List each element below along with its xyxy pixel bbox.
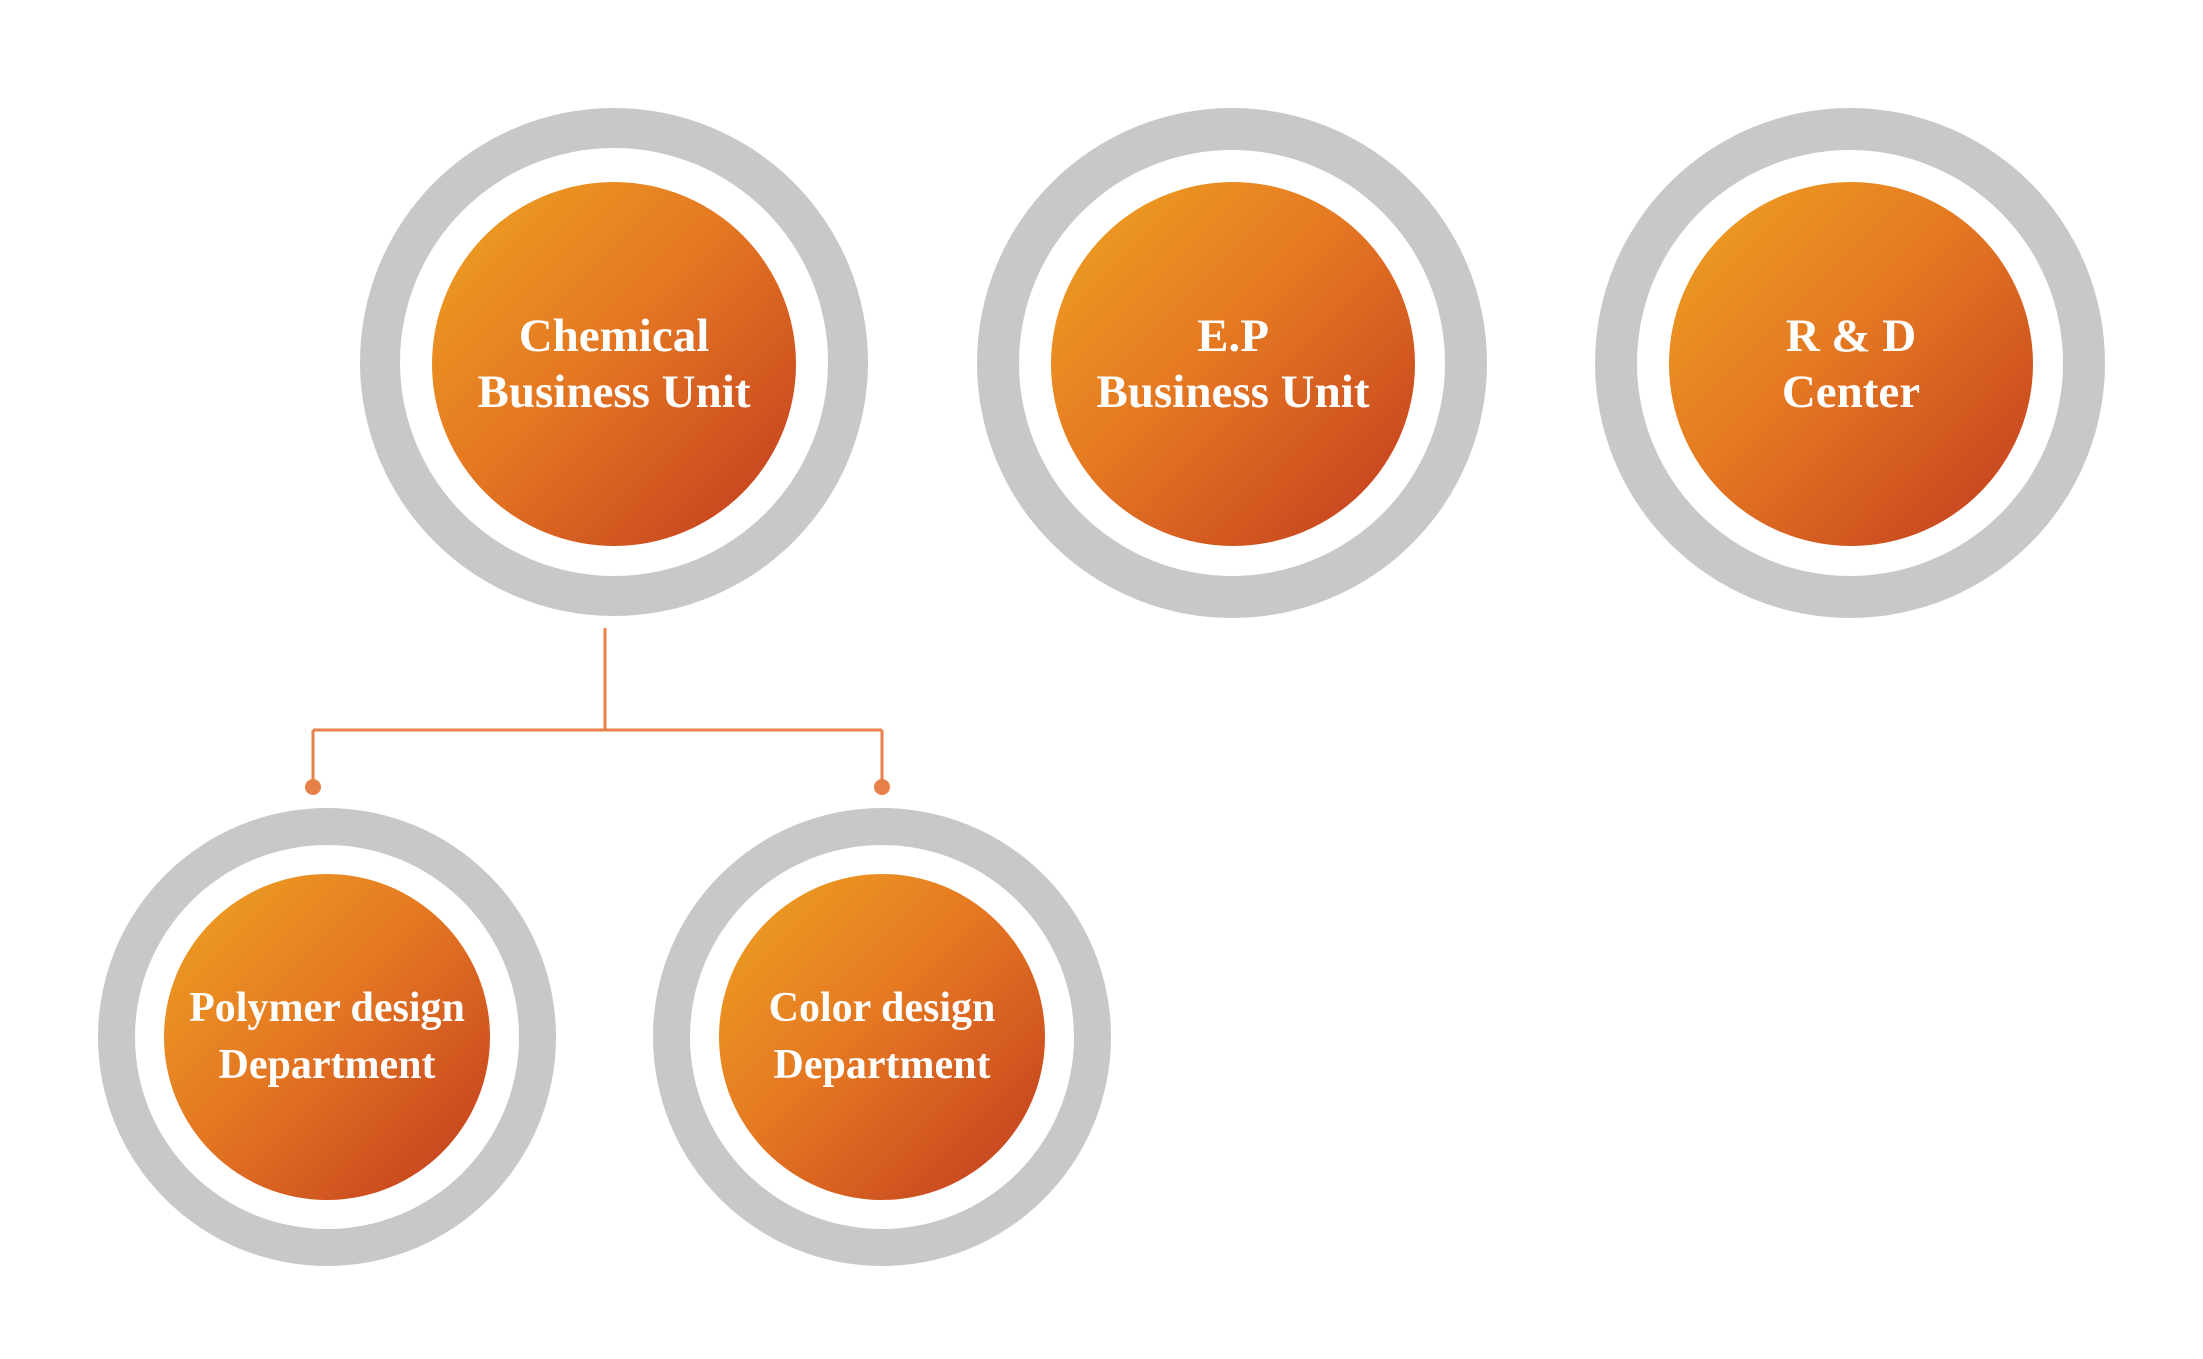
unit-chemical-line-2: Business Unit: [477, 366, 751, 418]
dept-color-line-2: Department: [773, 1042, 991, 1088]
unit-rnd-label: R & D Center: [1669, 182, 2033, 546]
unit-rnd-line-1: R & D: [1785, 310, 1917, 362]
dept-color-label: Color design Department: [719, 874, 1045, 1200]
unit-rnd-line-2: Center: [1781, 366, 1921, 418]
unit-ep-line-2: Business Unit: [1096, 366, 1370, 418]
dept-polymer: Polymer design Department: [98, 808, 556, 1266]
connector-dot-left: [305, 779, 321, 795]
unit-chemical-line-1: Chemical: [518, 310, 710, 362]
dept-color-line-1: Color design: [768, 985, 996, 1031]
dept-polymer-line-1: Polymer design: [189, 985, 465, 1031]
connector-dot-right: [874, 779, 890, 795]
dept-color: Color design Department: [653, 808, 1111, 1266]
unit-ep: E.P Business Unit: [977, 108, 1487, 618]
unit-ep-label: E.P Business Unit: [1051, 182, 1415, 546]
unit-ep-line-1: E.P: [1197, 310, 1269, 362]
unit-chemical: Chemical Business Unit: [360, 108, 868, 616]
dept-polymer-label: Polymer design Department: [164, 874, 490, 1200]
unit-rnd: R & D Center: [1595, 108, 2105, 618]
dept-polymer-line-2: Department: [218, 1042, 436, 1088]
unit-chemical-label: Chemical Business Unit: [432, 182, 796, 546]
